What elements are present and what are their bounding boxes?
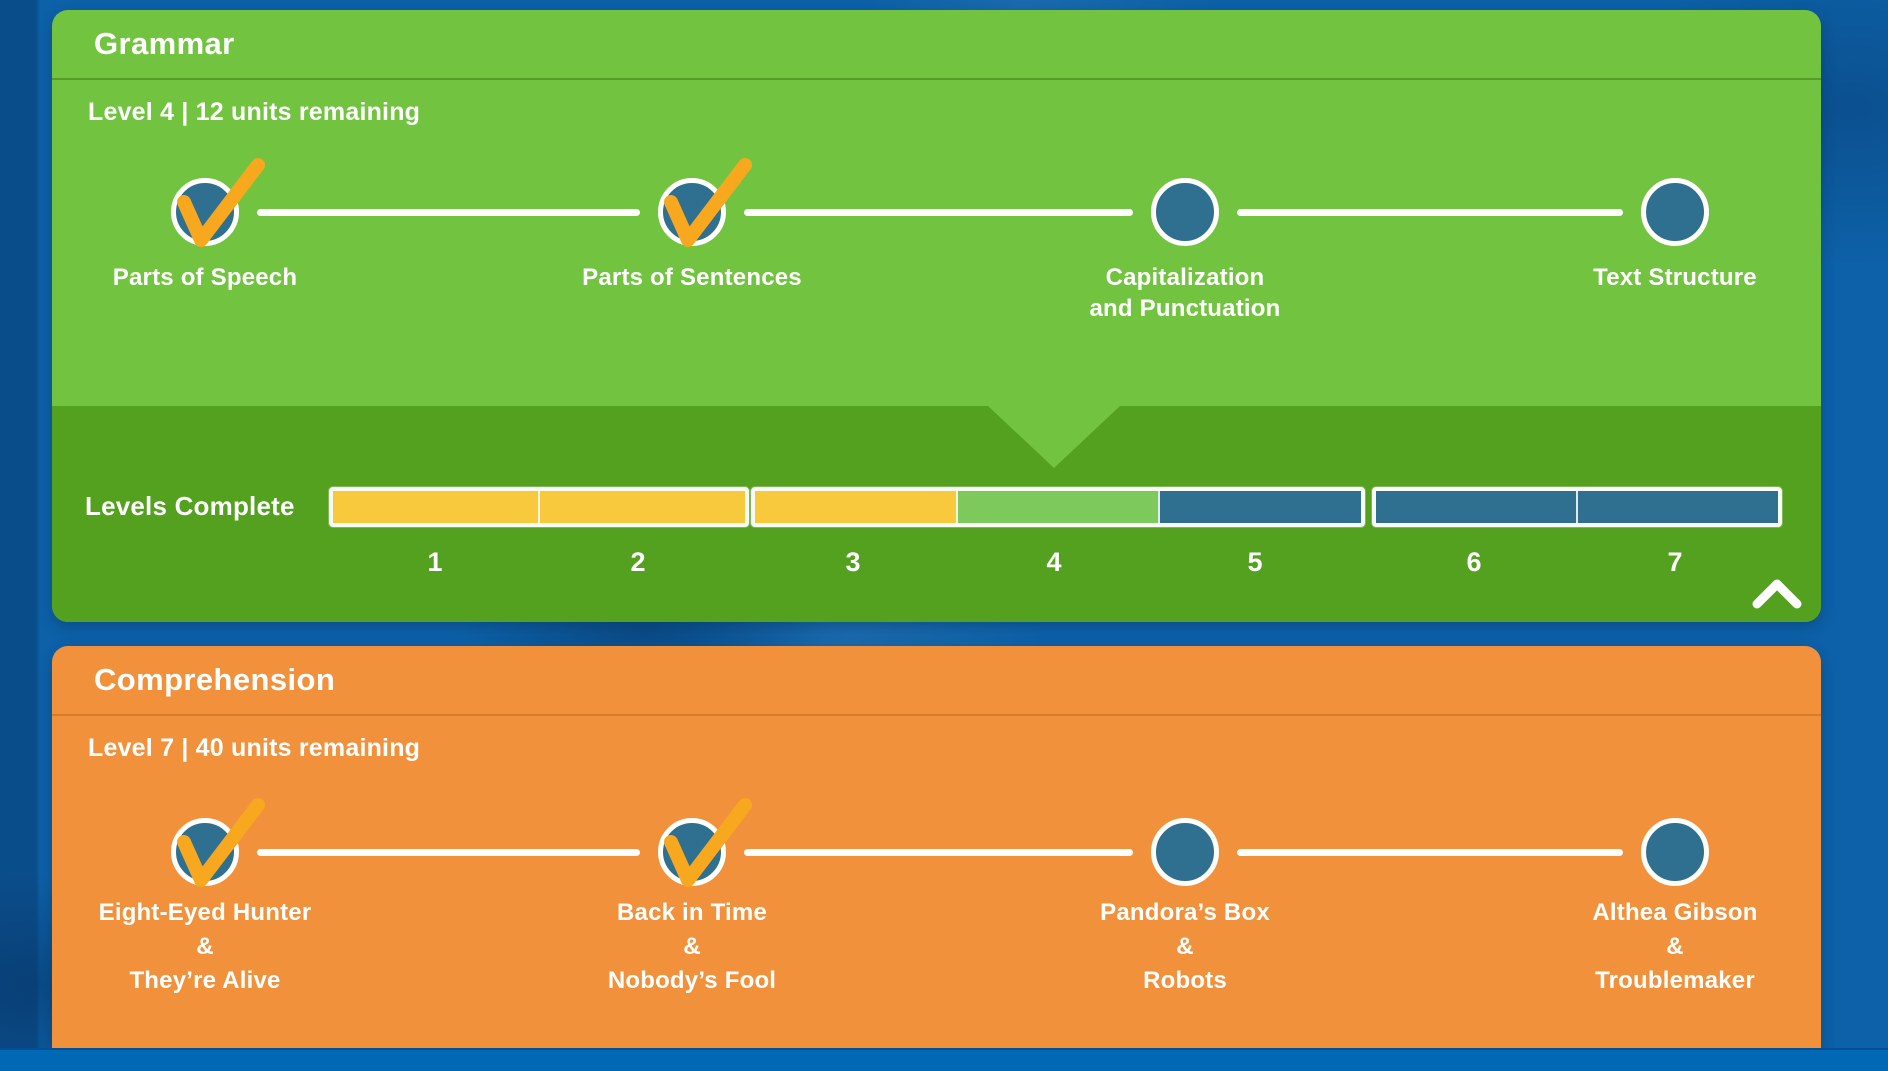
level-segment — [1576, 491, 1778, 523]
chevron-up-icon — [1752, 579, 1802, 609]
grammar-card-header: Grammar — [52, 10, 1821, 80]
unit-node-eight-eyed-hunter — [171, 798, 265, 887]
level-number: 7 — [1667, 547, 1683, 577]
unit-label: Text Structure — [1593, 264, 1757, 291]
timeline-connector — [257, 849, 640, 856]
bottom-bar — [0, 1048, 1888, 1071]
unit-node-text-structure — [1641, 178, 1709, 246]
unit-label: Althea Gibson & Troublemaker — [1592, 899, 1758, 994]
grammar-level-status: Level 4 | 12 units remaining — [88, 98, 421, 126]
checkmark-icon — [664, 798, 752, 887]
comprehension-card-header: Comprehension — [52, 646, 1821, 716]
level-number: 6 — [1466, 547, 1482, 577]
checkmark-icon — [177, 798, 265, 887]
level-number: 4 — [1046, 547, 1062, 577]
level-segment — [333, 491, 538, 523]
comprehension-card: Comprehension Level 7 | 40 units remaini… — [52, 646, 1821, 1048]
level-segment — [1376, 491, 1576, 523]
checkmark-icon — [177, 158, 265, 247]
unit-label: Parts of Sentences — [582, 264, 802, 291]
unit-label: Capitalization and Punctuation — [1089, 264, 1281, 322]
unit-label: Eight-Eyed Hunter & They’re Alive — [98, 899, 312, 994]
level-bar-group — [751, 487, 1365, 527]
unit-node-back-in-time — [658, 798, 752, 887]
collapse-panel-button[interactable] — [1751, 577, 1803, 611]
level-number: 1 — [427, 547, 443, 577]
timeline-connector — [1237, 849, 1623, 856]
level-segment — [1158, 491, 1362, 523]
grammar-title: Grammar — [94, 26, 235, 61]
unit-label: Parts of Speech — [112, 264, 298, 291]
unit-label: Pandora’s Box & Robots — [1100, 899, 1270, 994]
level-bar-group — [329, 487, 749, 527]
level-number: 5 — [1247, 547, 1263, 577]
level-segment — [955, 491, 1159, 523]
comprehension-title: Comprehension — [94, 662, 336, 697]
unit-circle — [1641, 818, 1709, 886]
checkmark-icon — [664, 158, 752, 247]
unit-circle — [1151, 178, 1219, 246]
comprehension-level-status: Level 7 | 40 units remaining — [88, 734, 421, 762]
level-bar-group — [1372, 487, 1782, 527]
level-number: 2 — [630, 547, 646, 577]
levels-complete-label: Levels Complete — [85, 491, 295, 521]
timeline-connector — [257, 209, 640, 216]
unit-node-parts-of-sentences — [658, 158, 752, 247]
level-number: 3 — [845, 547, 861, 577]
timeline-connector — [744, 849, 1133, 856]
level-segment — [755, 491, 956, 523]
unit-circle — [1641, 178, 1709, 246]
unit-node-capitalization-punctuation — [1151, 178, 1219, 246]
unit-label: Back in Time & Nobody’s Fool — [607, 899, 777, 994]
unit-node-parts-of-speech — [171, 158, 265, 247]
timeline-connector — [744, 209, 1133, 216]
timeline-connector — [1237, 209, 1623, 216]
current-level-pointer — [988, 406, 1120, 468]
unit-circle — [1151, 818, 1219, 886]
unit-node-pandoras-box — [1151, 818, 1219, 886]
levels-complete-band: Levels Complete 1 2 3 4 5 6 7 — [52, 406, 1821, 622]
grammar-card: Grammar Level 4 | 12 units remaining — [52, 10, 1821, 622]
unit-node-althea-gibson — [1641, 818, 1709, 886]
level-segment — [538, 491, 745, 523]
